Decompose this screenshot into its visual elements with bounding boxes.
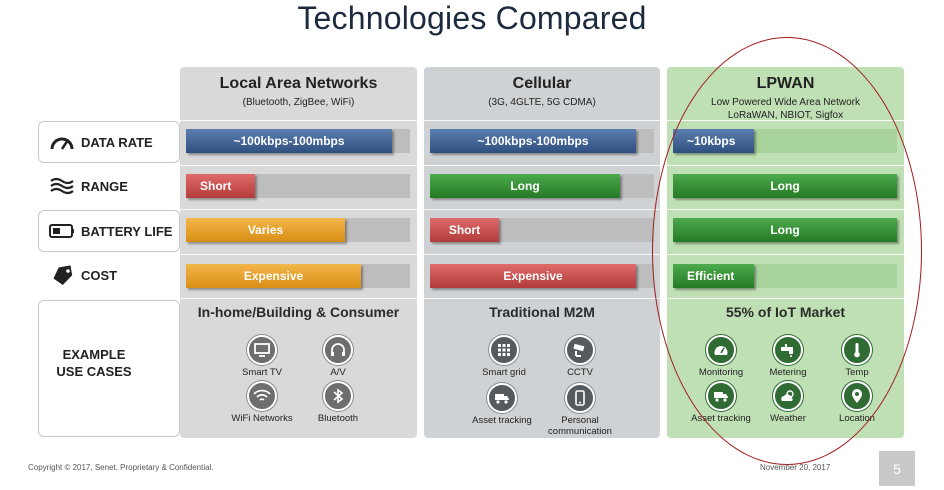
data-rate-bar: ~10kbps: [673, 129, 754, 153]
use-case-smart-grid: Smart grid: [459, 335, 549, 378]
range-track: Short: [186, 174, 410, 198]
column-header: Cellular (3G, 4GLTE, 5G CDMA): [424, 75, 660, 109]
use-case-metering: Metering: [743, 335, 833, 378]
data-rate-track: ~100kbps-100mbps: [430, 129, 654, 153]
battery-life-track: Long: [673, 218, 897, 242]
battery-icon: [49, 220, 75, 242]
use-case-location: Location: [812, 381, 902, 424]
range-value: Long: [770, 179, 800, 193]
battery-life-bar: Varies: [186, 218, 345, 242]
column-subtitle: (3G, 4GLTE, 5G CDMA): [488, 97, 596, 108]
use-cases-title: In-home/Building & Consumer: [197, 304, 400, 320]
battery-life-value: Long: [770, 223, 800, 237]
row-label-cost: COST: [38, 254, 180, 296]
column-title: LPWAN: [756, 75, 815, 92]
column-local-area-networks: Local Area Networks (Bluetooth, ZigBee, …: [180, 67, 417, 438]
wifi-icon: [247, 381, 277, 411]
gauge-icon: [706, 335, 736, 365]
camera-icon: [565, 335, 595, 365]
use-cases-title: Traditional M2M: [489, 304, 595, 320]
data-rate-value: ~10kbps: [687, 134, 736, 148]
data-rate-track: ~100kbps-100mbps: [186, 129, 410, 153]
column-subtitle: (Bluetooth, ZigBee, WiFi): [242, 97, 355, 108]
range-track: Long: [673, 174, 897, 198]
grid-icon: [489, 335, 519, 365]
phone-icon: [565, 383, 595, 413]
cost-track: Efficient: [673, 264, 897, 288]
tv-icon: [247, 335, 277, 365]
column-header: Local Area Networks (Bluetooth, ZigBee, …: [180, 75, 417, 109]
data-rate-track: ~10kbps: [673, 129, 897, 153]
location-pin-icon: [842, 381, 872, 411]
row-label-battery-life: BATTERY LIFE: [38, 210, 180, 252]
thermometer-icon: [842, 335, 872, 365]
cost-bar: Expensive: [186, 264, 361, 288]
use-case-cctv: CCTV: [535, 335, 625, 378]
bluetooth-icon: [323, 381, 353, 411]
range-bar: Long: [430, 174, 620, 198]
range-bar: Short: [186, 174, 255, 198]
copyright-text: Copyright © 2017, Senet. Proprietary & C…: [28, 463, 214, 472]
column-cellular: Cellular (3G, 4GLTE, 5G CDMA) ~100kbps-1…: [424, 67, 660, 438]
row-label-data-rate: DATA RATE: [38, 121, 180, 163]
range-value: Long: [510, 179, 540, 193]
truck-icon: [487, 383, 517, 413]
column-title: Cellular: [512, 75, 572, 92]
weather-icon: [773, 381, 803, 411]
cost-value: Expensive: [243, 269, 304, 283]
cost-bar: Expensive: [430, 264, 636, 288]
column-title: Local Area Networks: [219, 75, 378, 92]
price-tag-icon: [49, 264, 75, 286]
cost-value: Expensive: [503, 269, 563, 283]
range-track: Long: [430, 174, 654, 198]
use-case-smart-tv: Smart TV: [217, 335, 307, 378]
battery-life-track: Short: [430, 218, 654, 242]
use-case-wifi: WiFi Networks: [217, 381, 307, 424]
cost-track: Expensive: [186, 264, 410, 288]
range-value: Short: [200, 179, 232, 193]
data-rate-bar: ~100kbps-100mbps: [186, 129, 392, 153]
cost-bar: Efficient: [673, 264, 754, 288]
headphones-icon: [323, 335, 353, 365]
page-number: 5: [879, 451, 915, 486]
row-label-use-cases: EXAMPLE USE CASES: [38, 300, 180, 437]
row-label-range: RANGE: [38, 165, 180, 207]
use-case-av: A/V: [293, 335, 383, 378]
data-rate-value: ~100kbps-100mbps: [233, 134, 345, 148]
use-case-monitoring: Monitoring: [676, 335, 766, 378]
data-rate-value: ~100kbps-100mbps: [477, 134, 589, 148]
battery-life-track: Varies: [186, 218, 410, 242]
gauge-icon: [49, 131, 75, 153]
footer-date: November 20, 2017: [760, 463, 831, 472]
use-cases-title: 55% of IoT Market: [725, 304, 846, 320]
use-case-weather: Weather: [743, 381, 833, 424]
battery-life-value: Varies: [247, 223, 284, 237]
use-case-asset-tracking: Asset tracking: [676, 381, 766, 424]
use-case-asset-tracking: Asset tracking: [457, 383, 547, 426]
data-rate-bar: ~100kbps-100mbps: [430, 129, 636, 153]
battery-life-value: Short: [448, 223, 481, 237]
page-title: Technologies Compared: [297, 0, 647, 36]
faucet-icon: [773, 335, 803, 365]
use-case-bluetooth: Bluetooth: [293, 381, 383, 424]
use-case-temp: Temp: [812, 335, 902, 378]
battery-life-bar: Short: [430, 218, 499, 242]
waves-icon: [49, 175, 75, 197]
cost-value: Efficient: [687, 269, 735, 283]
battery-life-bar: Long: [673, 218, 897, 242]
use-cases-label: EXAMPLE USE CASES: [56, 346, 132, 379]
cost-track: Expensive: [430, 264, 654, 288]
range-bar: Long: [673, 174, 897, 198]
truck-icon: [706, 381, 736, 411]
use-case-personal-communication: Personal communication: [535, 383, 625, 437]
